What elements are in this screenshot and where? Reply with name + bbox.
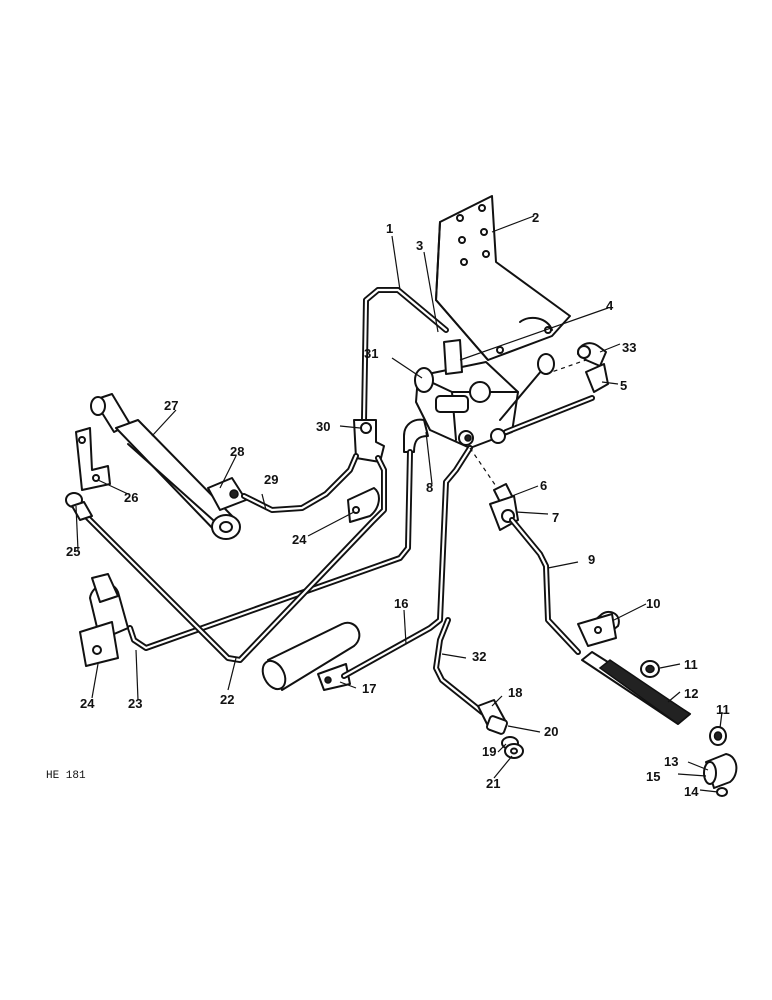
hydraulic-tube-32 xyxy=(433,617,485,715)
tee-fitting xyxy=(353,419,385,463)
hydraulic-tube-23 xyxy=(81,455,387,663)
end-fitting-25 xyxy=(65,492,93,521)
callout-17: 17 xyxy=(362,681,376,696)
hydraulic-cylinder xyxy=(90,393,247,540)
control-valve xyxy=(414,339,555,449)
callout-3: 3 xyxy=(416,238,423,253)
callout-32: 32 xyxy=(472,649,486,664)
callout-12: 12 xyxy=(684,686,698,701)
callout-15: 15 xyxy=(646,769,660,784)
callout-9: 9 xyxy=(588,552,595,567)
elbow-fitting-8 xyxy=(403,418,429,453)
hydraulic-hose-29 xyxy=(241,453,359,513)
tube-clamp-10 xyxy=(577,610,620,647)
callout-33: 33 xyxy=(622,340,636,355)
callout-13: 13 xyxy=(664,754,678,769)
tube-clamp-lower xyxy=(79,573,129,667)
leader-lines xyxy=(75,215,723,793)
hydraulic-tube-22 xyxy=(127,449,413,651)
hydraulic-tube-16 xyxy=(341,445,473,679)
callout-7: 7 xyxy=(552,510,559,525)
tube-clamp-upper xyxy=(347,487,380,523)
hydraulic-tube-9 xyxy=(509,517,581,655)
elbow-fitting-33 xyxy=(577,342,609,393)
callout-26: 26 xyxy=(124,490,138,505)
washer-21 xyxy=(504,743,524,759)
callout-30: 30 xyxy=(316,419,330,434)
callout-28: 28 xyxy=(230,444,244,459)
callout-19: 19 xyxy=(482,744,496,759)
callout-2: 2 xyxy=(532,210,539,225)
callout-6: 6 xyxy=(540,478,547,493)
callout-11-lower: 11 xyxy=(716,702,730,717)
cylinder-anchor-bracket xyxy=(75,427,111,491)
nut-11-upper xyxy=(640,660,660,678)
callout-18: 18 xyxy=(508,685,522,700)
callout-4: 4 xyxy=(606,298,614,313)
callout-24-lower: 24 xyxy=(80,696,95,711)
protective-sleeve-12 xyxy=(581,651,692,725)
callout-20: 20 xyxy=(544,724,558,739)
nut-11-lower xyxy=(709,726,727,746)
assembly-centerline-b xyxy=(469,447,501,493)
callout-23: 23 xyxy=(128,696,142,711)
figure-id: HE 181 xyxy=(46,770,86,782)
callout-21: 21 xyxy=(486,776,500,791)
callout-31: 31 xyxy=(364,346,378,361)
callout-14: 14 xyxy=(684,784,699,799)
callout-1: 1 xyxy=(386,221,393,236)
callout-22: 22 xyxy=(220,692,234,707)
mounting-bracket xyxy=(435,195,571,361)
callout-5: 5 xyxy=(620,378,627,393)
hydraulic-tube-to-5 xyxy=(503,395,595,435)
callout-16: 16 xyxy=(394,596,408,611)
oil-filter xyxy=(261,621,361,691)
callout-25: 25 xyxy=(66,544,80,559)
callout-11-upper: 11 xyxy=(684,657,698,672)
callout-29: 29 xyxy=(264,472,278,487)
callout-24: 24 xyxy=(292,532,307,547)
assembly-centerline-a xyxy=(545,359,587,375)
swivel-elbow-13 xyxy=(703,753,738,797)
callout-27: 27 xyxy=(164,398,178,413)
adapter-fitting-18 xyxy=(477,699,509,735)
callout-8: 8 xyxy=(426,480,433,495)
callout-10: 10 xyxy=(646,596,660,611)
